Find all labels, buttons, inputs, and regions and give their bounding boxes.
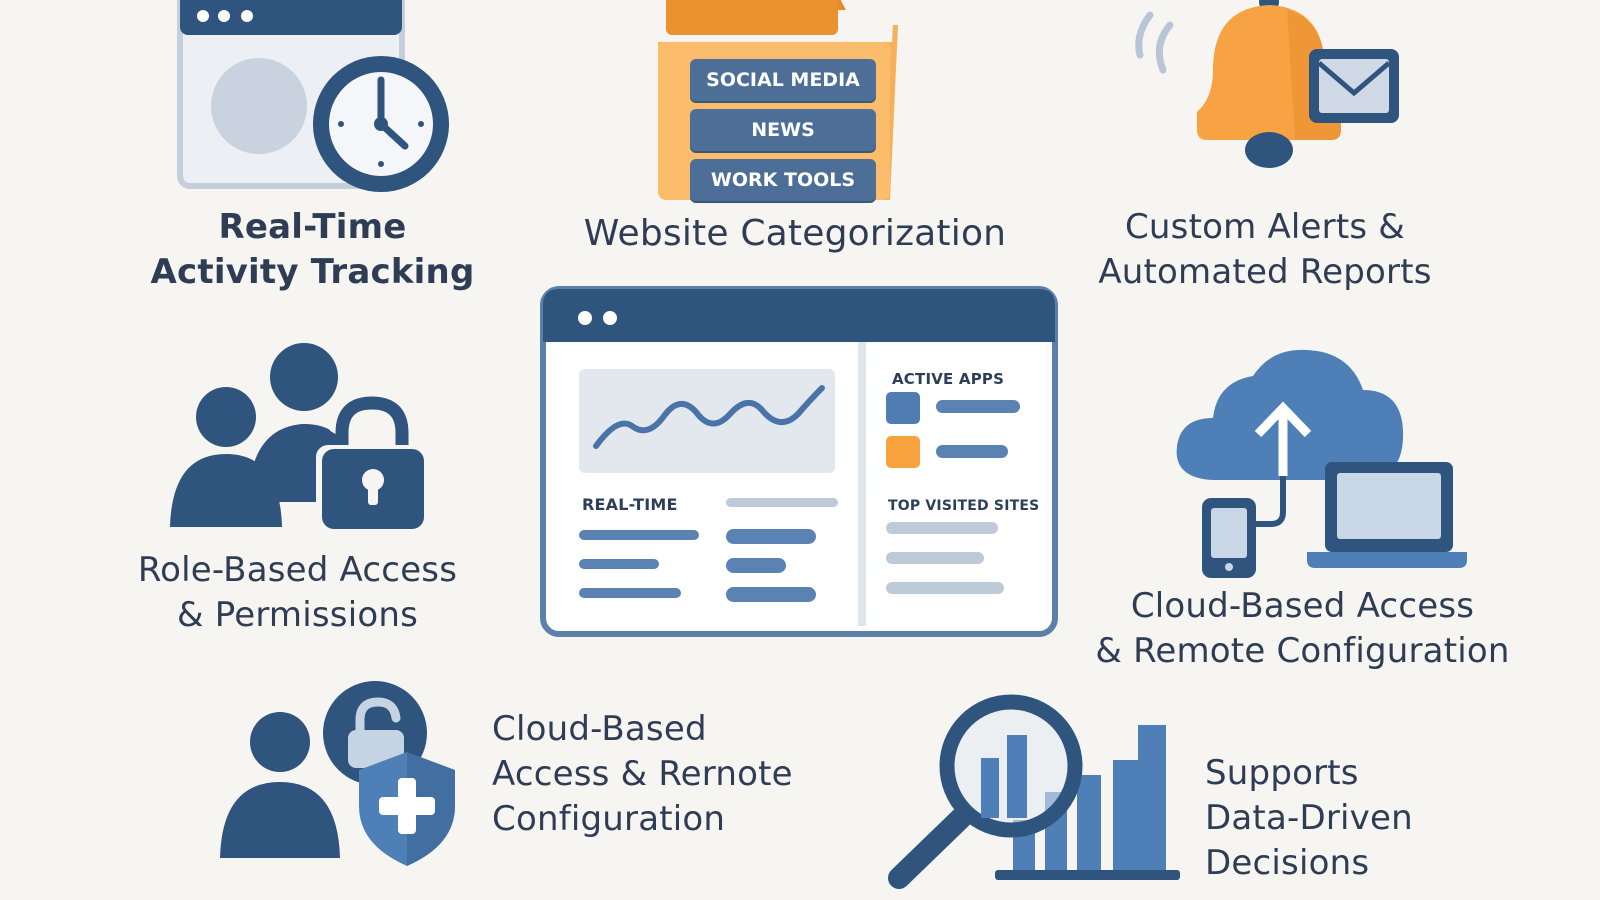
magnifier-icon: [888, 694, 1083, 889]
role-based-access-label: Role-Based Access & Permissions: [137, 550, 458, 635]
envelope-icon: [1309, 49, 1399, 123]
cloud-remote-config-label: Cloud-Based Access & Remote Configuratio…: [1095, 586, 1510, 671]
cloud-remote-config-label-2: Cloud-Based Access & Rernote Configurati…: [492, 709, 793, 839]
realtime-tracking-label: Real-Time Activity Tracking: [150, 207, 475, 292]
phone-icon: [1202, 490, 1286, 578]
cloud-upload-icon: [1176, 349, 1404, 498]
dashboard-window-icon: [540, 286, 1058, 637]
category-news: NEWS: [690, 109, 876, 151]
custom-alerts-label: Custom Alerts & Automated Reports: [1098, 207, 1432, 292]
website-categorization-label: Website Categorization: [583, 213, 1007, 254]
clock-icon: [313, 56, 449, 192]
top-visited-sites-label: TOP VISITED SITES: [888, 498, 1040, 514]
active-apps-label: ACTIVE APPS: [892, 370, 1005, 388]
data-driven-decisions-label: Supports Data-Driven Decisions: [1205, 753, 1413, 883]
padlock-icon: [316, 396, 428, 529]
category-social-media: SOCIAL MEDIA: [690, 59, 876, 101]
user-icon: [220, 712, 340, 858]
category-work-tools: WORK TOOLS: [690, 159, 876, 201]
real-time-label: REAL-TIME: [582, 495, 678, 514]
laptop-icon: [1307, 462, 1467, 568]
shield-plus-icon: [359, 752, 455, 866]
